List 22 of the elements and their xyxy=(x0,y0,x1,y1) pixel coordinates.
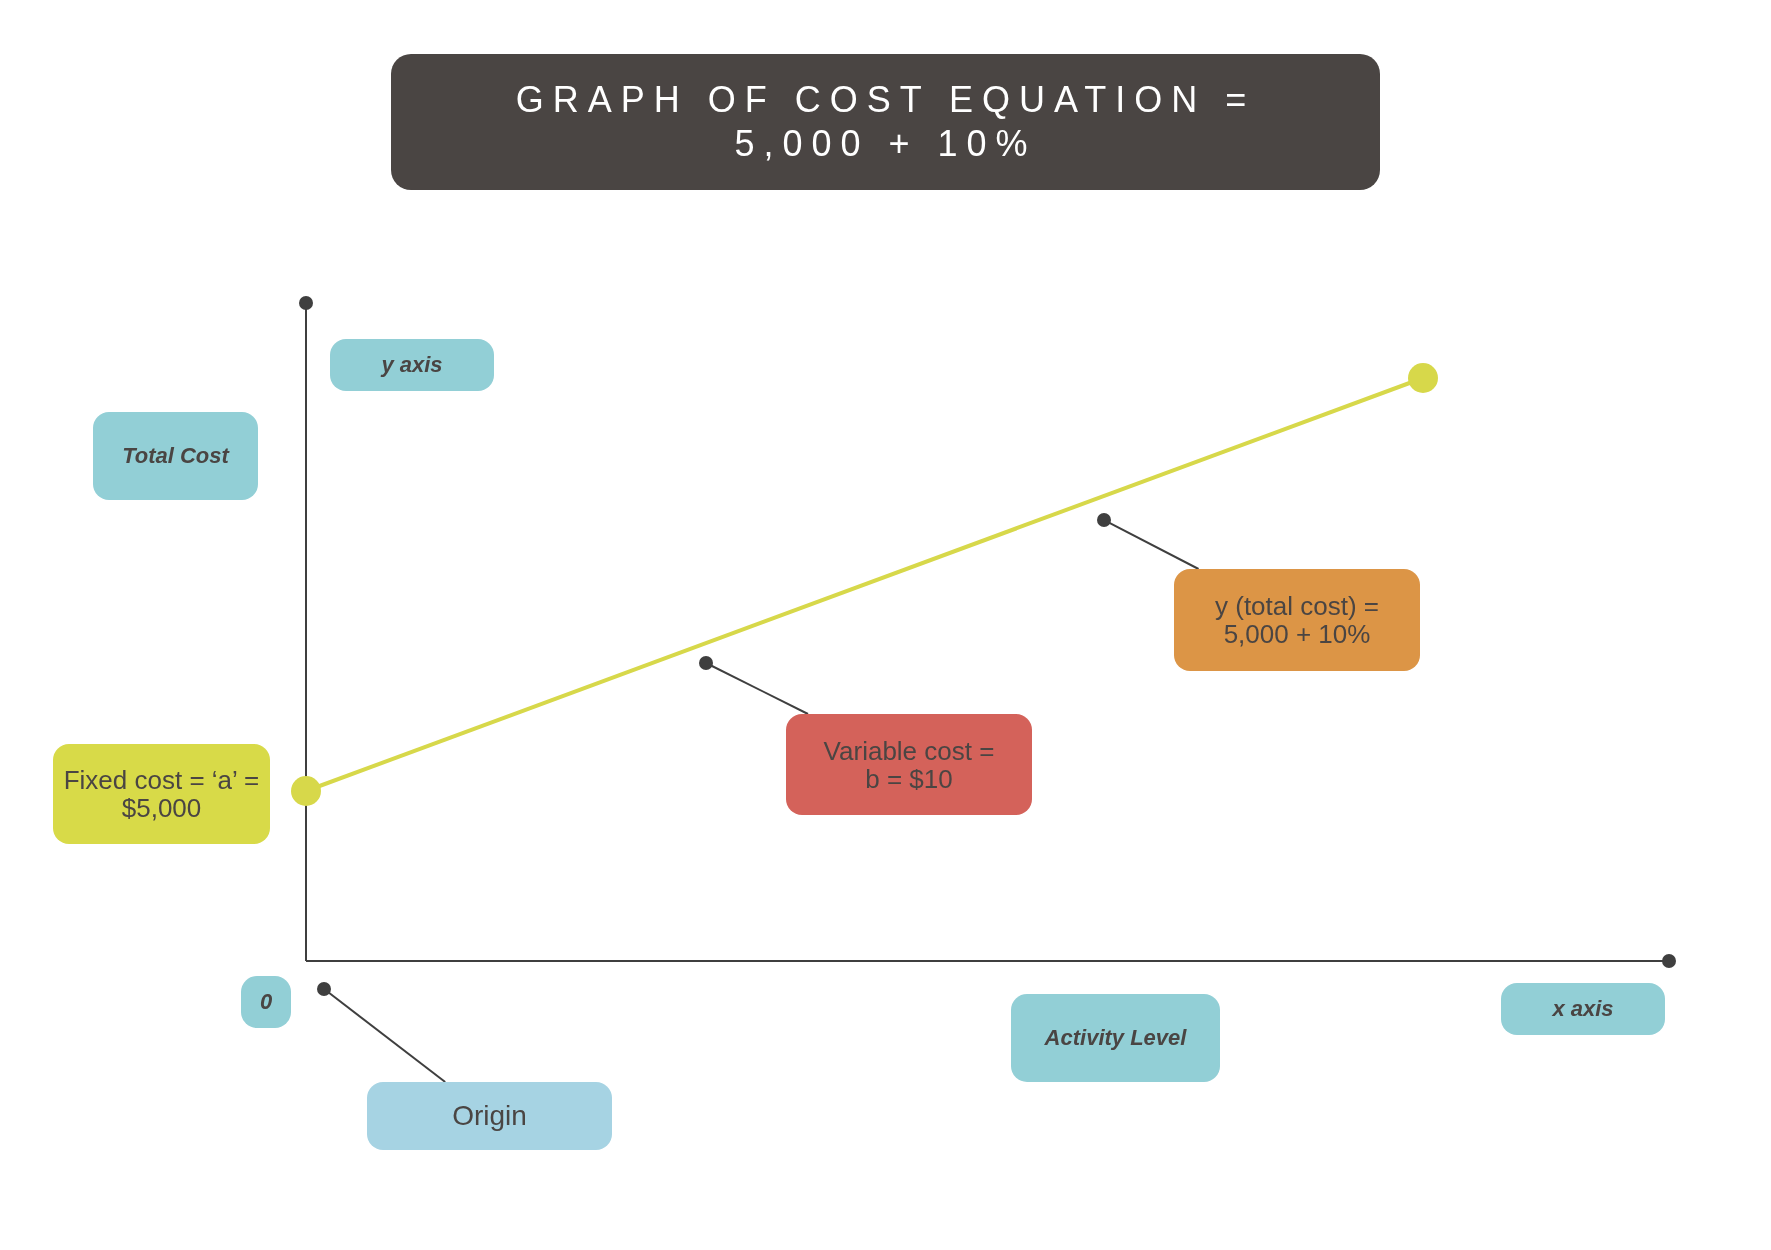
leader-dot xyxy=(1097,513,1111,527)
axis-label xyxy=(1501,983,1665,1035)
callout-box xyxy=(1174,569,1420,671)
axis-label xyxy=(330,339,494,391)
label-text: y axis xyxy=(381,353,443,377)
label-text: Activity Level xyxy=(1044,1026,1187,1050)
title: GRAPH OF COST EQUATION = 5,000 + 10% xyxy=(514,78,1257,166)
callout-box xyxy=(786,714,1032,815)
label-text: 0 xyxy=(259,990,273,1014)
origin-value xyxy=(241,976,291,1028)
leader-dot xyxy=(317,982,331,996)
label-text: x axis xyxy=(1552,997,1614,1021)
axis-label xyxy=(93,412,258,500)
callout-box xyxy=(53,744,270,844)
label-text: Variable cost = b = $10 xyxy=(823,736,995,793)
leader-dot xyxy=(699,656,713,670)
label-text: Total Cost xyxy=(122,444,229,468)
axis-label xyxy=(1011,994,1220,1082)
label-text: Fixed cost = ‘a’ = $5,000 xyxy=(63,766,260,822)
label-text: y (total cost) = 5,000 + 10% xyxy=(1214,592,1380,648)
label-text: Origin xyxy=(452,1101,527,1131)
callout-box xyxy=(367,1082,612,1150)
